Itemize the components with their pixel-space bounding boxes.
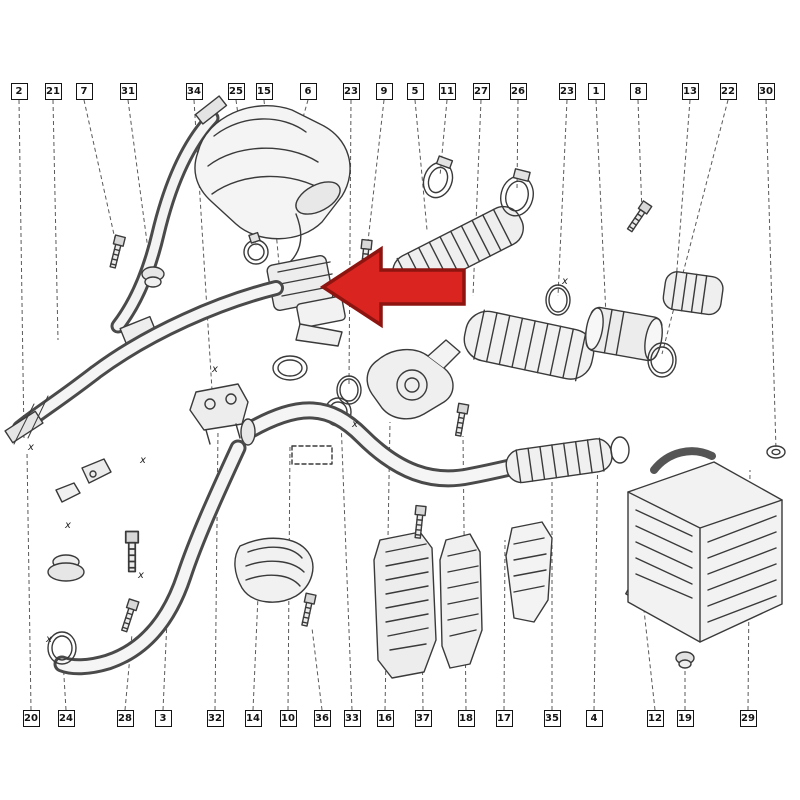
leader-line-5 [414,99,428,231]
leader-line-23 [557,99,568,297]
callout-1: 1 [587,83,605,100]
callout-32: 32 [206,710,224,727]
callout-16: 16 [376,710,394,727]
quantity-mark: x [64,520,71,531]
callout-33: 33 [343,710,361,727]
callout-36: 36 [313,710,331,727]
leader-line-4 [593,439,599,711]
callout-12: 12 [646,710,664,727]
quantity-mark: x [351,419,358,430]
callout-35: 35 [543,710,561,727]
leader-line-9 [366,99,385,251]
callout-31: 31 [119,83,137,100]
callout-14: 14 [244,710,262,727]
callout-25: 25 [227,83,245,100]
callout-10: 10 [279,710,297,727]
callout-17: 17 [495,710,513,727]
leader-line-14 [252,595,259,711]
leader-line-36 [311,627,323,711]
leader-line-20 [26,451,32,711]
leader-line-33 [340,419,353,711]
callout-23: 23 [342,83,360,100]
leader-line-8 [637,99,643,215]
highlight-arrow [319,245,466,329]
callout-7: 7 [75,83,93,100]
leader-line-7 [83,99,118,249]
leader-line-22 [661,99,729,355]
leader-line-16 [384,421,391,711]
callout-30: 30 [757,83,775,100]
callout-3: 3 [154,710,172,727]
callout-8: 8 [629,83,647,100]
callout-6: 6 [299,83,317,100]
leader-line-21 [52,99,59,341]
callout-24: 24 [57,710,75,727]
quantity-mark: x [561,276,568,287]
callout-18: 18 [457,710,475,727]
callout-4: 4 [585,710,603,727]
leader-line-24 [62,659,67,711]
callout-2: 2 [10,83,28,100]
callout-19: 19 [676,710,694,727]
leader-line-31 [127,99,152,273]
quantity-mark: x [211,364,218,375]
callout-34: 34 [185,83,203,100]
quantity-mark: x [45,634,52,645]
leader-line-30 [765,99,777,451]
leader-line-23 [348,99,352,385]
callout-21: 21 [44,83,62,100]
callout-29: 29 [739,710,757,727]
callout-13: 13 [681,83,699,100]
callout-23: 23 [558,83,576,100]
quantity-mark: x [27,442,34,453]
leader-line-17 [503,539,506,711]
callout-37: 37 [414,710,432,727]
parts-line-art [4,95,786,679]
leader-line-32 [214,429,219,711]
leader-line-26 [516,99,519,191]
callout-11: 11 [438,83,456,100]
callout-15: 15 [255,83,273,100]
quantity-mark: x [137,570,144,581]
callout-5: 5 [406,83,424,100]
leader-line-2 [18,99,25,439]
leader-line-1 [595,99,607,317]
callout-26: 26 [509,83,527,100]
callout-22: 22 [719,83,737,100]
leader-line-27 [472,99,482,297]
callout-27: 27 [472,83,490,100]
leader-line-13 [675,99,691,283]
callout-9: 9 [375,83,393,100]
quantity-mark: x [139,455,146,466]
callout-28: 28 [116,710,134,727]
callout-20: 20 [22,710,40,727]
